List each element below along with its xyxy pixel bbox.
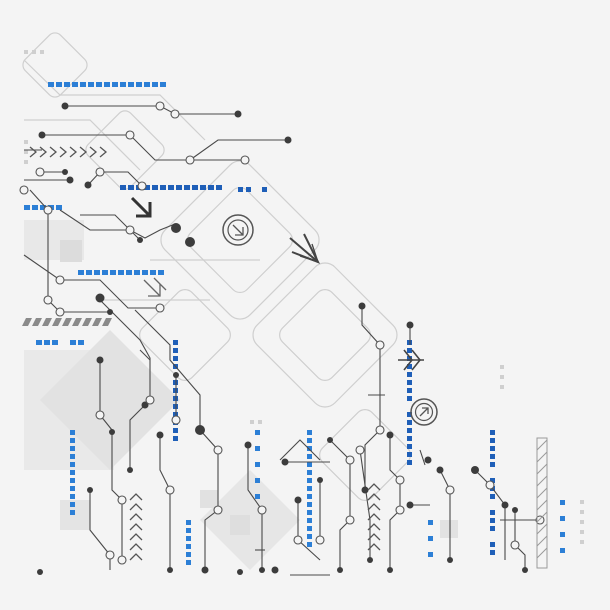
solid-nodes <box>37 102 528 575</box>
double-arrow-icon <box>398 349 424 371</box>
double-arrow-circle-icon <box>222 214 254 246</box>
double-arrow-icon <box>289 233 321 264</box>
grey-dot-strips <box>24 50 584 544</box>
background-shapes <box>24 220 458 570</box>
double-arrow-circle-icon <box>410 398 438 426</box>
chevron-arrow-icon <box>367 483 381 551</box>
double-arrow-icon <box>143 277 167 297</box>
ring-nodes <box>19 101 545 565</box>
double-arrow-icon <box>130 196 152 218</box>
hatched-bar <box>536 437 548 569</box>
hatched-bar <box>22 318 112 326</box>
chevron-arrow-icon <box>129 493 143 561</box>
chevron-arrow-icon <box>29 146 108 158</box>
